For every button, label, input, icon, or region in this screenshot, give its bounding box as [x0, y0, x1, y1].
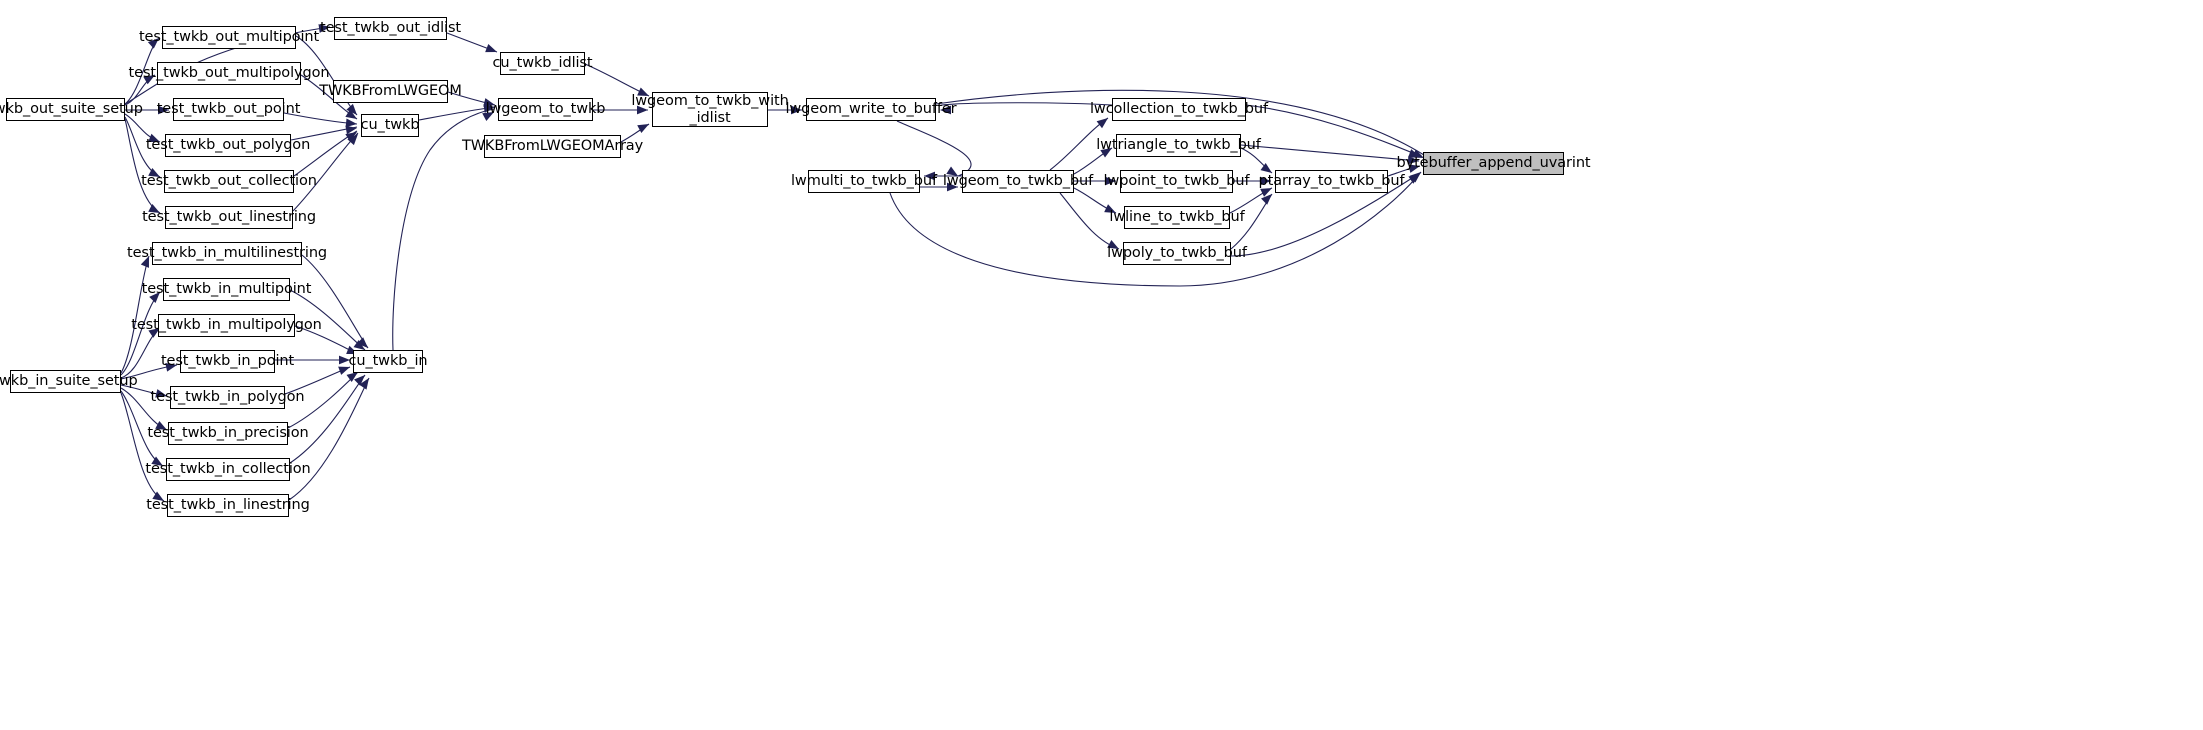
graph-node-ptarray_to_twkb_buf[interactable]: ptarray_to_twkb_buf	[1259, 170, 1405, 193]
graph-node-test_twkb_in_precision[interactable]: test_twkb_in_precision	[147, 422, 309, 445]
graph-node-test_twkb_out_point[interactable]: test_twkb_out_point	[157, 98, 300, 121]
graph-node-TWKBFromLWGEOM[interactable]: TWKBFromLWGEOM	[319, 80, 462, 103]
graph-node-test_twkb_out_polygon[interactable]: test_twkb_out_polygon	[146, 134, 310, 157]
graph-node-label: test_twkb_out_idlist	[319, 20, 462, 37]
graph-node-label: TWKBFromLWGEOMArray	[461, 138, 644, 155]
graph-node-label: test_twkb_out_linestring	[142, 209, 316, 226]
graph-node-label: lwpoint_to_twkb_buf	[1103, 173, 1250, 190]
graph-node-label: bytebuffer_append_uvarint	[1396, 155, 1591, 172]
graph-node-label: cu_twkb	[360, 117, 420, 134]
graph-node-test_twkb_out_linestring[interactable]: test_twkb_out_linestring	[142, 206, 316, 229]
graph-node-label: test_twkb_out_point	[156, 101, 301, 118]
graph-node-label: lwgeom_to_twkb_with _idlist	[631, 93, 789, 126]
graph-node-label: twkb_in_suite_setup	[0, 373, 138, 390]
graph-node-lwpoly_to_twkb_buf[interactable]: lwpoly_to_twkb_buf	[1107, 242, 1247, 265]
graph-node-label: ptarray_to_twkb_buf	[1258, 173, 1405, 190]
graph-node-test_twkb_in_polygon[interactable]: test_twkb_in_polygon	[151, 386, 305, 409]
graph-node-label: test_twkb_in_multipoint	[141, 281, 312, 298]
graph-node-lwmulti_to_twkb_buf[interactable]: lwmulti_to_twkb_buf	[791, 170, 937, 193]
graph-node-cu_twkb_in[interactable]: cu_twkb_in	[348, 350, 428, 373]
graph-node-lwpoint_to_twkb_buf[interactable]: lwpoint_to_twkb_buf	[1104, 170, 1250, 193]
graph-node-test_twkb_out_multipoint[interactable]: test_twkb_out_multipoint	[139, 26, 319, 49]
graph-node-label: test_twkb_out_collection	[141, 173, 317, 190]
graph-node-label: lwcollection_to_twkb_buf	[1090, 101, 1269, 118]
graph-node-label: test_twkb_in_linestring	[146, 497, 310, 514]
graph-node-label: cu_twkb_idlist	[492, 55, 593, 72]
graph-node-lwcollection_to_twkb_buf[interactable]: lwcollection_to_twkb_buf	[1090, 98, 1268, 121]
graph-node-bytebuffer_append_uvarint[interactable]: bytebuffer_append_uvarint	[1397, 152, 1591, 175]
graph-node-label: lwline_to_twkb_buf	[1109, 209, 1245, 226]
graph-node-label: lwgeom_to_twkb	[485, 101, 606, 118]
graph-node-label: lwmulti_to_twkb_buf	[791, 173, 937, 190]
graph-node-label: lwgeom_write_to_buffer	[785, 101, 957, 118]
graph-node-label: test_twkb_out_polygon	[145, 137, 311, 154]
graph-node-lwgeom_to_twkb_with_idlist[interactable]: lwgeom_to_twkb_with _idlist	[631, 92, 789, 127]
graph-node-lwtriangle_to_twkb_buf[interactable]: lwtriangle_to_twkb_buf	[1096, 134, 1261, 157]
graph-node-test_twkb_in_multipolygon[interactable]: test_twkb_in_multipolygon	[131, 314, 322, 337]
graph-node-test_twkb_in_multipoint[interactable]: test_twkb_in_multipoint	[142, 278, 311, 301]
graph-node-cu_twkb[interactable]: cu_twkb	[361, 114, 420, 137]
graph-node-label: test_twkb_out_multipolygon	[128, 65, 330, 82]
graph-node-test_twkb_in_point[interactable]: test_twkb_in_point	[161, 350, 294, 373]
graph-node-lwline_to_twkb_buf[interactable]: lwline_to_twkb_buf	[1109, 206, 1245, 229]
graph-node-label: TWKBFromLWGEOM	[319, 83, 462, 100]
graph-node-label: test_twkb_in_polygon	[150, 389, 305, 406]
graph-node-TWKBFromLWGEOMArray[interactable]: TWKBFromLWGEOMArray	[462, 135, 643, 158]
graph-node-test_twkb_in_linestring[interactable]: test_twkb_in_linestring	[146, 494, 310, 517]
graph-node-twkb_out_suite_setup[interactable]: twkb_out_suite_setup	[0, 98, 143, 121]
graph-node-test_twkb_out_collection[interactable]: test_twkb_out_collection	[141, 170, 317, 193]
graph-node-lwgeom_write_to_buffer[interactable]: lwgeom_write_to_buffer	[785, 98, 957, 121]
graph-node-label: lwtriangle_to_twkb_buf	[1096, 137, 1261, 154]
graph-node-twkb_in_suite_setup[interactable]: twkb_in_suite_setup	[0, 370, 138, 393]
graph-node-label: lwpoly_to_twkb_buf	[1107, 245, 1247, 262]
graph-node-lwgeom_to_twkb[interactable]: lwgeom_to_twkb	[486, 98, 606, 121]
graph-node-cu_twkb_idlist[interactable]: cu_twkb_idlist	[493, 52, 593, 75]
graph-node-test_twkb_out_multipolygon[interactable]: test_twkb_out_multipolygon	[129, 62, 330, 85]
graph-node-label: test_twkb_in_multipolygon	[131, 317, 322, 334]
graph-node-label: test_twkb_in_collection	[145, 461, 311, 478]
graph-node-label: twkb_out_suite_setup	[0, 101, 143, 118]
graph-node-label: lwgeom_to_twkb_buf	[942, 173, 1094, 190]
graph-node-label: test_twkb_in_multilinestring	[127, 245, 328, 262]
graph-node-test_twkb_in_collection[interactable]: test_twkb_in_collection	[145, 458, 311, 481]
graph-node-lwgeom_to_twkb_buf[interactable]: lwgeom_to_twkb_buf	[943, 170, 1093, 193]
graph-node-label: cu_twkb_in	[348, 353, 428, 370]
graph-node-label: test_twkb_out_multipoint	[138, 29, 320, 46]
graph-node-label: test_twkb_in_point	[160, 353, 295, 370]
graph-node-label: test_twkb_in_precision	[147, 425, 309, 442]
graph-node-test_twkb_in_multilinestring[interactable]: test_twkb_in_multilinestring	[127, 242, 327, 265]
graph-node-test_twkb_out_idlist[interactable]: test_twkb_out_idlist	[320, 17, 461, 40]
